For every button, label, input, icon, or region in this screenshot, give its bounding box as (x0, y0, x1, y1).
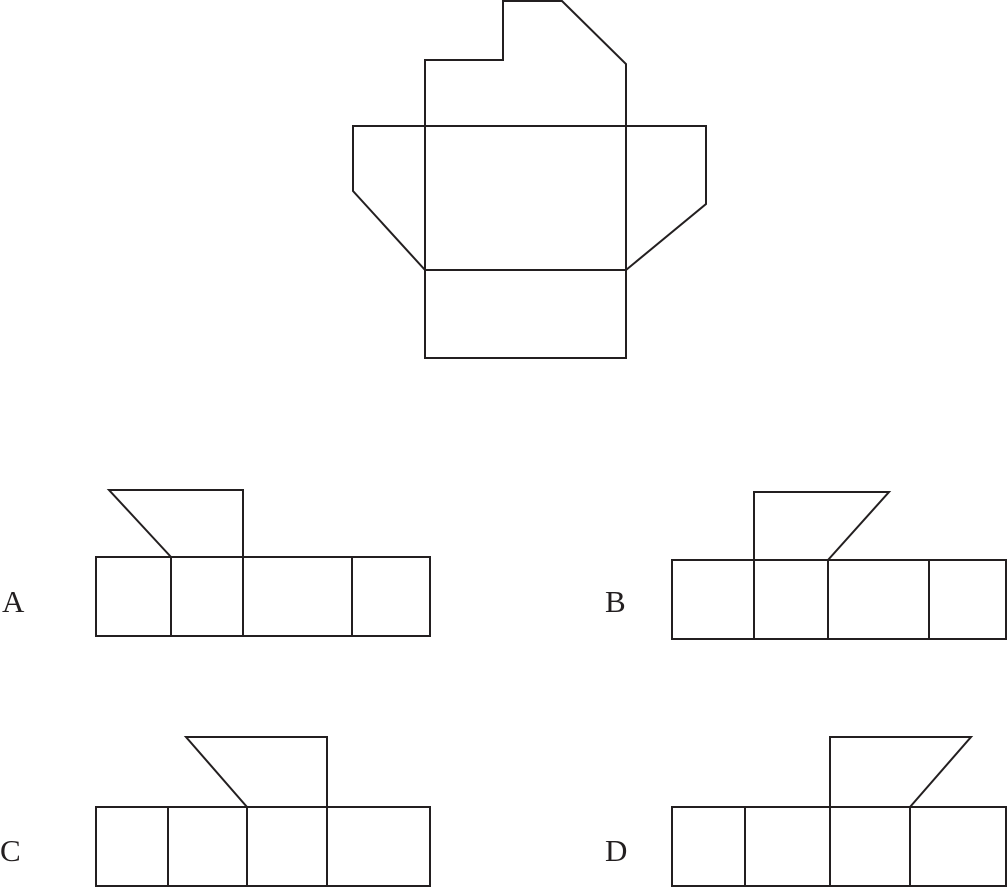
option-a-strip (95, 556, 431, 637)
option-b-flap (753, 491, 892, 561)
option-c-dividers (167, 807, 328, 886)
net-left-face (352, 125, 426, 271)
option-b-dividers (753, 560, 930, 639)
option-c-label: C (0, 833, 21, 868)
option-d-flap (829, 736, 974, 808)
option-b-label: B (605, 584, 626, 619)
option-c[interactable]: C (0, 736, 431, 887)
option-a-flap (106, 489, 244, 558)
unfolded-net (352, 0, 707, 359)
option-c-strip (95, 806, 431, 887)
net-right-face (625, 125, 707, 271)
net-top-face (424, 0, 627, 126)
net-bottom-face (424, 269, 627, 359)
option-a[interactable]: A (2, 489, 431, 637)
option-d[interactable]: D (605, 736, 1007, 887)
option-c-flap (183, 736, 328, 808)
option-a-dividers (170, 557, 353, 636)
option-a-label: A (2, 584, 25, 619)
net-center-face (424, 125, 627, 271)
option-b[interactable]: B (605, 491, 1007, 640)
option-d-strip (671, 806, 1007, 887)
option-b-strip (671, 559, 1007, 640)
option-d-dividers (744, 807, 911, 886)
option-d-label: D (605, 833, 627, 868)
